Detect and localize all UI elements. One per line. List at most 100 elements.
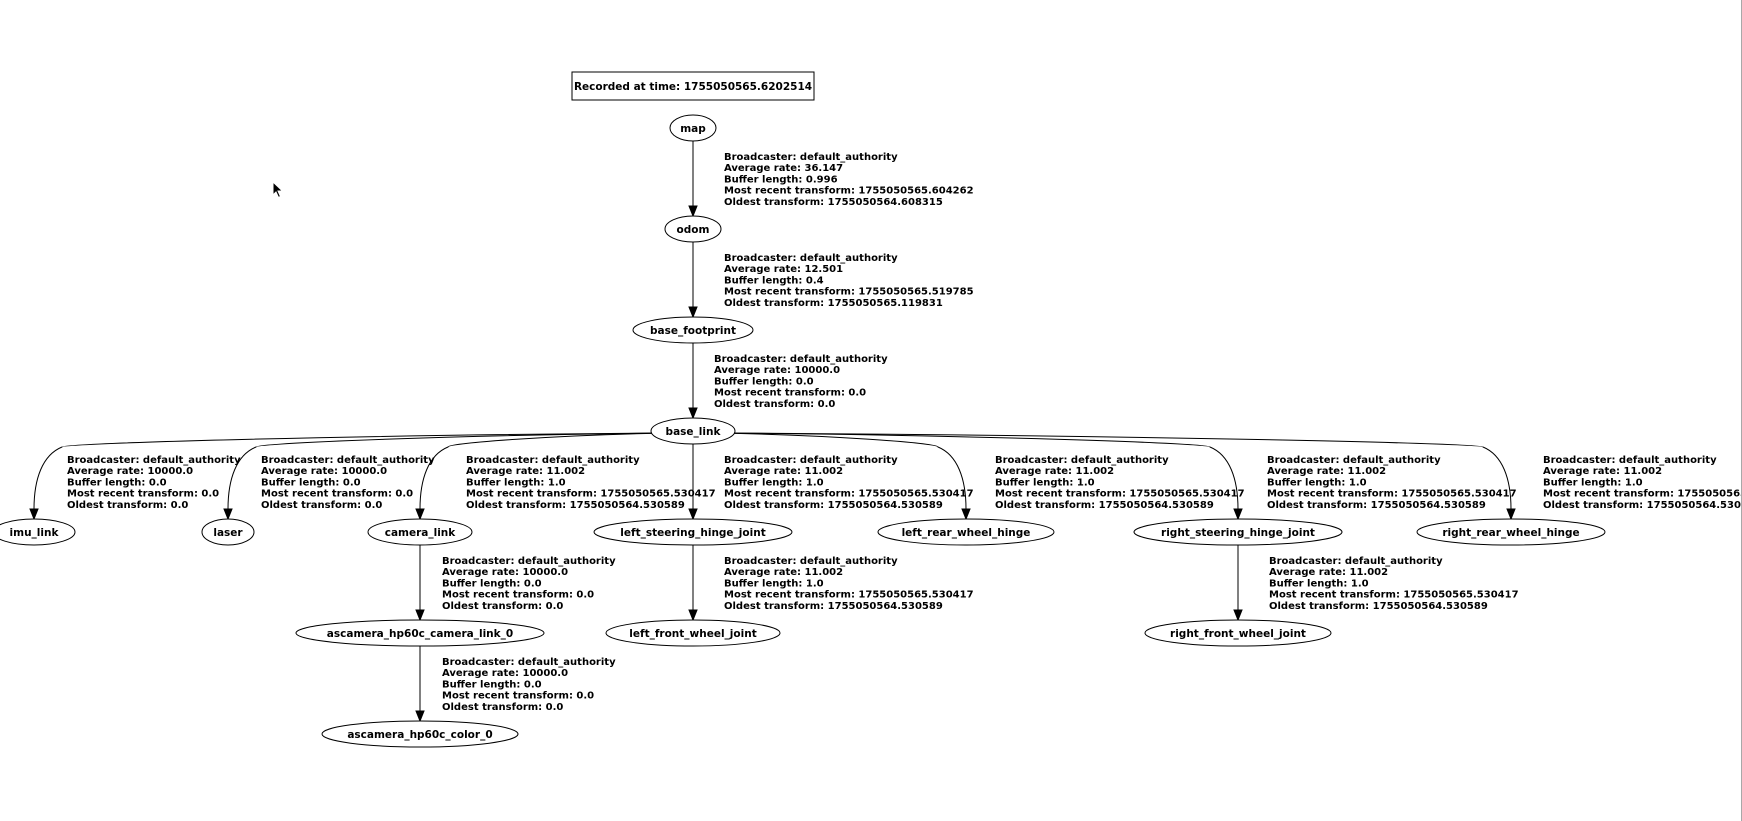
- node-camera_link[interactable]: camera_link: [367, 518, 473, 546]
- edge-label-line: Broadcaster: default_authority: [724, 152, 898, 163]
- edge-label-line: Broadcaster: default_authority: [724, 253, 898, 264]
- edge-label-line: Most recent transform: 0.0: [67, 489, 219, 500]
- node-ellipse[interactable]: [201, 518, 255, 546]
- edge-label-line: Buffer length: 1.0: [466, 477, 566, 488]
- node-label: base_link: [666, 426, 722, 438]
- node-ellipse[interactable]: [664, 215, 722, 243]
- node-label: left_rear_wheel_hinge: [902, 527, 1031, 539]
- edge-line: [419, 432, 668, 510]
- arrow-head: [29, 508, 39, 521]
- node-ascamera_hp60c_camera_link_0[interactable]: ascamera_hp60c_camera_link_0: [295, 619, 545, 647]
- arrow-head: [223, 508, 233, 521]
- edge-label-line: Most recent transform: 1755050565.530417: [724, 590, 974, 601]
- node-laser[interactable]: laser: [201, 518, 255, 546]
- edge-label-line: Broadcaster: default_authority: [1269, 556, 1443, 567]
- edge-label-line: Buffer length: 1.0: [724, 578, 824, 589]
- node-ellipse[interactable]: [321, 720, 519, 748]
- edge-label-line: Average rate: 10000.0: [714, 365, 840, 376]
- edge-label-line: Oldest transform: 1755050564.530589: [1267, 500, 1486, 511]
- edge-label-line: Buffer length: 1.0: [995, 477, 1095, 488]
- edge-label-line: Oldest transform: 1755050564.608315: [724, 197, 943, 208]
- edge-label-line: Most recent transform: 1755050565.519785: [724, 287, 974, 298]
- node-right_rear_wheel_hinge[interactable]: right_rear_wheel_hinge: [1416, 518, 1606, 546]
- node-ellipse[interactable]: [1144, 619, 1332, 647]
- nodes-layer: map odom base_footprint base_link imu_link la…: [0, 114, 1606, 748]
- arrow-head: [688, 508, 698, 521]
- edge-label-line: Broadcaster: default_authority: [724, 455, 898, 466]
- edge-label-line: Average rate: 12.501: [724, 264, 843, 275]
- edge-label-line: Average rate: 11.002: [995, 466, 1114, 477]
- node-label: imu_link: [10, 527, 60, 539]
- node-ellipse[interactable]: [0, 518, 76, 546]
- node-odom[interactable]: odom: [664, 215, 722, 243]
- arrow-head: [688, 609, 698, 622]
- node-left_front_wheel_joint[interactable]: left_front_wheel_joint: [605, 619, 781, 647]
- node-base_footprint[interactable]: base_footprint: [632, 316, 754, 344]
- node-ellipse[interactable]: [877, 518, 1055, 546]
- node-ellipse[interactable]: [1133, 518, 1343, 546]
- node-label: base_footprint: [650, 325, 736, 337]
- node-ellipse[interactable]: [632, 316, 754, 344]
- edge-label-line: Most recent transform: 1755050565.530417: [1269, 590, 1519, 601]
- edge-label-line: Buffer length: 0.0: [261, 477, 361, 488]
- edge-label-line: Most recent transform: 1755050565.530417: [466, 489, 716, 500]
- edge-label-line: Buffer length: 1.0: [1543, 477, 1643, 488]
- edge-label-line: Most recent transform: 1755050565.604262: [724, 186, 974, 197]
- edge-label-line: Broadcaster: default_authority: [466, 455, 640, 466]
- edge-label-line: Buffer length: 0.0: [442, 679, 542, 690]
- edge-label-line: Broadcaster: default_authority: [714, 354, 888, 365]
- edge-line: [227, 432, 668, 510]
- node-ellipse[interactable]: [593, 518, 793, 546]
- node-left_rear_wheel_hinge[interactable]: left_rear_wheel_hinge: [877, 518, 1055, 546]
- node-right_front_wheel_joint[interactable]: right_front_wheel_joint: [1144, 619, 1332, 647]
- node-ellipse[interactable]: [367, 518, 473, 546]
- node-ellipse[interactable]: [1416, 518, 1606, 546]
- node-ellipse[interactable]: [295, 619, 545, 647]
- edge-label-line: Average rate: 11.002: [1267, 466, 1386, 477]
- arrow-head: [415, 710, 425, 723]
- arrow-head: [1233, 508, 1243, 521]
- arrow-head: [688, 407, 698, 420]
- edge-label-line: Oldest transform: 1755050564.530589: [1269, 601, 1488, 612]
- arrow-head: [1506, 508, 1516, 521]
- edge-label-line: Buffer length: 0.4: [724, 275, 824, 286]
- node-ellipse[interactable]: [669, 114, 717, 142]
- node-ellipse[interactable]: [650, 417, 736, 445]
- node-left_steering_hinge_joint[interactable]: left_steering_hinge_joint: [593, 518, 793, 546]
- edge-label-line: Most recent transform: 1755050565.530417: [724, 489, 974, 500]
- edge-label-line: Broadcaster: default_authority: [1267, 455, 1441, 466]
- arrow-head: [961, 508, 971, 521]
- edge-label-line: Most recent transform: 1755050565.530417: [1543, 489, 1742, 500]
- node-label: odom: [677, 224, 710, 236]
- node-base_link[interactable]: base_link: [650, 417, 736, 445]
- edge-label-line: Average rate: 10000.0: [67, 466, 193, 477]
- node-label: map: [680, 123, 706, 135]
- edge-label-line: Average rate: 11.002: [724, 466, 843, 477]
- node-imu_link[interactable]: imu_link: [0, 518, 76, 546]
- edge-label-line: Most recent transform: 0.0: [261, 489, 413, 500]
- arrow-head: [688, 205, 698, 218]
- edge-label-line: Oldest transform: 0.0: [714, 399, 835, 410]
- edge-label-line: Buffer length: 0.0: [442, 578, 542, 589]
- node-ascamera_hp60c_color_0[interactable]: ascamera_hp60c_color_0: [321, 720, 519, 748]
- edge-label-line: Average rate: 11.002: [724, 567, 843, 578]
- node-map[interactable]: map: [669, 114, 717, 142]
- edge-line: [718, 432, 967, 510]
- edge-label-line: Average rate: 11.002: [1543, 466, 1662, 477]
- edge-line: [33, 432, 668, 510]
- node-right_steering_hinge_joint[interactable]: right_steering_hinge_joint: [1133, 518, 1343, 546]
- node-label: right_steering_hinge_joint: [1161, 527, 1315, 539]
- edge-label-line: Oldest transform: 1755050564.530589: [995, 500, 1214, 511]
- node-ellipse[interactable]: [605, 619, 781, 647]
